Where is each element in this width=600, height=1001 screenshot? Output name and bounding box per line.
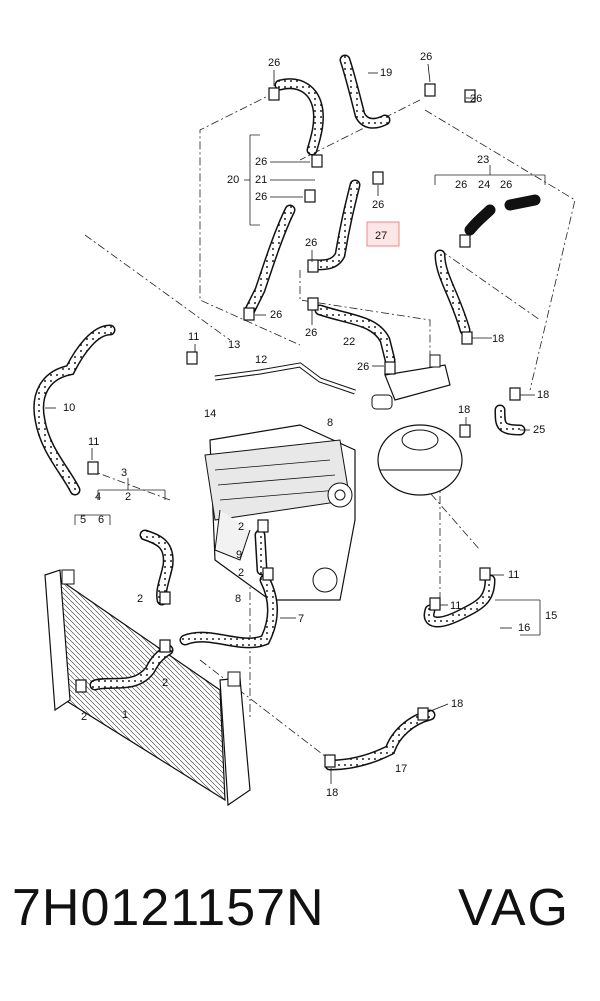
callout-11: 11 xyxy=(88,436,99,448)
callout-8: 8 xyxy=(235,593,241,605)
callout-26: 26 xyxy=(500,179,512,191)
callout-22: 22 xyxy=(343,336,355,348)
callout-2: 2 xyxy=(162,677,168,689)
callout-2: 2 xyxy=(125,491,131,503)
callout-25: 25 xyxy=(533,424,545,436)
callout-7: 7 xyxy=(298,613,304,625)
callout-3: 3 xyxy=(121,467,127,479)
callout-14: 14 xyxy=(204,408,216,420)
callout-23: 23 xyxy=(477,154,489,166)
callout-17: 17 xyxy=(395,763,407,775)
callout-5: 5 xyxy=(80,514,86,526)
bracket-lines xyxy=(74,134,546,636)
part-number: 7H0121157N xyxy=(12,879,325,937)
callout-2: 2 xyxy=(238,521,244,533)
callout-15: 15 xyxy=(545,610,557,622)
callout-11: 11 xyxy=(450,600,461,612)
callout-26: 26 xyxy=(255,156,267,168)
callout-20: 20 xyxy=(227,174,239,186)
clamps xyxy=(75,83,521,768)
callout-26: 26 xyxy=(305,327,317,339)
highlight-box xyxy=(366,221,400,247)
callout-9: 9 xyxy=(236,549,242,561)
coolant-flange xyxy=(371,354,451,410)
callout-26: 26 xyxy=(372,199,384,211)
callout-26: 26 xyxy=(420,51,432,63)
callout-2: 2 xyxy=(81,711,87,723)
brand-label: VAG xyxy=(458,879,570,937)
callout-18: 18 xyxy=(492,333,504,345)
callout-18: 18 xyxy=(458,404,470,416)
callout-18: 18 xyxy=(326,787,338,799)
callout-10: 10 xyxy=(63,402,75,414)
expansion-tank xyxy=(377,424,463,496)
callout-26: 26 xyxy=(268,57,280,69)
callout-26: 26 xyxy=(305,237,317,249)
callout-11: 11 xyxy=(508,569,519,581)
callout-2: 2 xyxy=(137,593,143,605)
callout-24: 24 xyxy=(478,179,490,191)
callout-4: 4 xyxy=(95,491,101,503)
coolant-hose-diagram: 26 19 26 26 20 26 21 26 26 27 23 26 24 2… xyxy=(33,51,576,807)
radiator xyxy=(44,569,251,807)
leader-lines xyxy=(45,63,535,784)
engine-block xyxy=(204,424,356,601)
callout-6: 6 xyxy=(98,514,104,526)
callout-26: 26 xyxy=(470,93,482,105)
callout-26: 26 xyxy=(357,361,369,373)
callout-11: 11 xyxy=(188,331,199,343)
callout-12: 12 xyxy=(255,354,267,366)
callout-2: 2 xyxy=(238,567,244,579)
callout-labels: 26 19 26 26 20 26 21 26 26 27 23 26 24 2… xyxy=(63,51,557,799)
callout-21: 21 xyxy=(255,174,267,186)
callout-13: 13 xyxy=(228,339,240,351)
callout-26: 26 xyxy=(455,179,467,191)
callout-1: 1 xyxy=(122,709,128,721)
callout-18: 18 xyxy=(451,698,463,710)
callout-27: 27 xyxy=(375,230,387,242)
callout-26: 26 xyxy=(270,309,282,321)
callout-18: 18 xyxy=(537,389,549,401)
callout-16: 16 xyxy=(518,622,530,634)
callout-8: 8 xyxy=(327,417,333,429)
callout-19: 19 xyxy=(380,67,392,79)
callout-26: 26 xyxy=(255,191,267,203)
